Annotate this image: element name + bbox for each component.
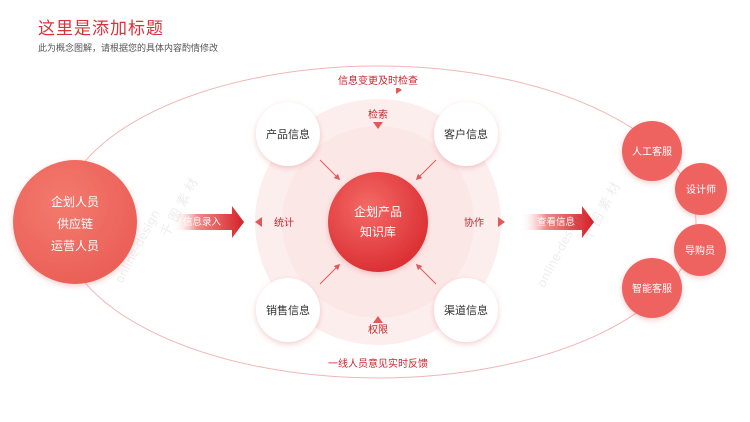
watermark-cn-left: 千 图 素 材	[158, 176, 201, 240]
bottom-flow-label-bg	[318, 355, 438, 371]
edge-label-bottom: 权限	[368, 323, 388, 336]
connector-top-left	[319, 159, 341, 181]
left-line-1: 企划人员	[51, 194, 99, 209]
node-human-service	[622, 121, 682, 181]
edge-right-arrowhead	[498, 217, 505, 227]
edge-left-arrowhead	[255, 217, 262, 227]
satellite-top-right-label: 客户信息	[444, 127, 488, 141]
node-smart-service-label: 智能客服	[632, 282, 672, 295]
satellite-bottom-right	[434, 278, 498, 342]
connector-top-right	[415, 159, 437, 181]
node-guide	[674, 224, 726, 276]
bottom-flow-label: 一线人员意见实时反馈	[328, 357, 428, 370]
input-arrow	[172, 206, 244, 238]
node-designer	[675, 163, 727, 215]
connector-bottom-left	[319, 263, 341, 285]
output-arrow	[520, 206, 594, 238]
left-line-2: 供应链	[57, 216, 93, 231]
node-designer-label: 设计师	[686, 183, 716, 196]
satellite-top-left	[256, 102, 320, 166]
core-line-2: 知识库	[360, 224, 396, 239]
watermark-cn-right: 千 图 素 材	[580, 180, 623, 244]
edge-label-top: 检索	[368, 108, 388, 121]
satellite-bottom-right-label: 渠道信息	[444, 303, 488, 317]
edge-label-left: 统计	[274, 216, 294, 229]
node-smart-service	[622, 258, 682, 318]
output-arrow-label: 查看信息	[537, 216, 575, 228]
top-flow-label: 信息变更及时检查	[338, 74, 418, 87]
satellite-top-right	[434, 102, 498, 166]
top-flow-label-bg	[326, 72, 430, 88]
page-subtitle: 此为概念图解，请根据您的具体内容酌情修改	[38, 44, 219, 54]
satellite-bottom-left-label: 销售信息	[266, 303, 310, 317]
core-line-1: 企划产品	[354, 204, 402, 219]
edge-bottom-arrowhead	[373, 316, 383, 323]
input-arrow-label: 信息录入	[183, 216, 222, 228]
connector-bottom-right	[415, 263, 437, 285]
left-stakeholders-circle	[13, 160, 137, 284]
satellite-bottom-left	[256, 278, 320, 342]
page-title: 这里是添加标题	[38, 19, 164, 39]
node-human-service-label: 人工客服	[632, 145, 672, 158]
satellite-top-left-label: 产品信息	[266, 127, 310, 141]
edge-top-arrowhead	[373, 122, 383, 129]
node-guide-label: 导购员	[685, 244, 715, 257]
edge-label-right: 协作	[464, 216, 484, 229]
left-line-3: 运营人员	[51, 239, 99, 253]
core-knowledge-base	[328, 172, 428, 272]
